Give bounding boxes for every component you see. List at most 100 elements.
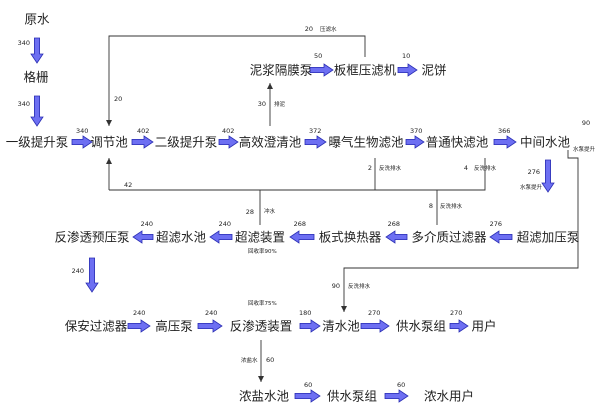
node-uf-unit: 超滤装置 bbox=[235, 230, 285, 245]
arrow-clar-to-baf bbox=[304, 135, 327, 149]
flow-pump1-to-reg: 340 bbox=[76, 127, 88, 135]
flow-baf-to-filter: 370 bbox=[410, 127, 422, 135]
note-water-pump-6: 水泵提升 bbox=[573, 145, 596, 153]
arrow-ro-to-clear bbox=[299, 319, 321, 333]
flow-ro-to-brine: 60 bbox=[266, 356, 274, 364]
flow-filter-to-middle: 366 bbox=[498, 127, 510, 135]
node-user: 用户 bbox=[471, 319, 496, 334]
arrow-hp-to-ro bbox=[197, 319, 223, 333]
flow-uf-to-tank: 240 bbox=[219, 220, 231, 228]
node-ro-pre-pump: 反渗透预压泵 bbox=[54, 230, 129, 245]
flow-tank-to-pre: 240 bbox=[141, 220, 153, 228]
flow-filter-backwash: 4 bbox=[464, 164, 468, 172]
connector-lines bbox=[106, 35, 579, 382]
flow-hx-to-uf: 268 bbox=[294, 220, 306, 228]
note-press-filtrate-0: 压滤水 bbox=[320, 25, 337, 33]
flow-arrows bbox=[30, 37, 555, 403]
node-rapid-filter: 普通快滤池 bbox=[426, 135, 489, 150]
flow-pump2-to-clar: 402 bbox=[222, 127, 234, 135]
node-labels: 原水格栅一级提升泵调节池二级提升泵高效澄清池曝气生物滤池普通快滤池中间水池泥浆隔… bbox=[6, 12, 580, 404]
node-regulating-tank: 调节池 bbox=[90, 135, 128, 150]
note-flush-water-11: 冲水 bbox=[264, 207, 276, 215]
line-bottom-return bbox=[109, 158, 486, 191]
arrow-press-to-cake bbox=[397, 63, 418, 77]
line-press-filtrate-return bbox=[106, 35, 366, 126]
node-sludge-pump: 泥浆隔膜泵 bbox=[250, 63, 313, 78]
flow-baf-backwash: 2 bbox=[368, 164, 372, 172]
node-lift-pump-1: 一级提升泵 bbox=[6, 135, 69, 150]
flow-clar-sludge: 30 bbox=[258, 100, 266, 108]
node-uf-tank: 超滤水池 bbox=[156, 230, 207, 245]
flow-supply-to-brine-user: 60 bbox=[397, 381, 405, 389]
node-lift-pump-2: 二级提升泵 bbox=[155, 135, 218, 150]
flow-sludge-to-press: 50 bbox=[314, 52, 322, 60]
arrow-pump1-to-reg bbox=[71, 135, 93, 149]
node-plate-exchanger: 板式换热器 bbox=[319, 230, 382, 245]
note-backwash-5: 反洗排水 bbox=[348, 282, 371, 290]
arrow-reg-to-pump2 bbox=[131, 135, 154, 149]
node-hp-pump: 高压泵 bbox=[155, 319, 193, 334]
note-ro-recovery-9: 回收率75% bbox=[248, 299, 277, 307]
node-raw-water: 原水 bbox=[24, 12, 50, 27]
flow-mmf-backwash: 8 bbox=[429, 202, 433, 210]
flow-booster-to-mmf: 276 bbox=[490, 220, 502, 228]
node-grille: 格栅 bbox=[23, 70, 48, 85]
node-hd-clarifier: 高效澄清池 bbox=[239, 135, 302, 150]
arrow-uf-to-tank bbox=[209, 230, 233, 244]
flow-pre-to-sec: 240 bbox=[72, 267, 84, 275]
arrow-pump2-to-clar bbox=[218, 135, 239, 149]
flow-clar-to-baf: 372 bbox=[309, 127, 321, 135]
flow-supply-to-user: 270 bbox=[450, 309, 462, 317]
flow-press-to-cake: 10 bbox=[402, 52, 410, 60]
note-sludge-discharge-1: 排泥 bbox=[274, 100, 286, 108]
flow-clear-to-supply: 270 bbox=[368, 309, 380, 317]
note-labels: 压滤水排泥反洗排水反洗排水反洗排水反洗排水水泵提升水泵提升回收率90%回收率75… bbox=[241, 25, 596, 364]
flow-hp-to-ro: 240 bbox=[205, 309, 217, 317]
arrow-grille-to-pump1 bbox=[30, 95, 44, 127]
arrow-supply-to-brine-user bbox=[384, 389, 409, 403]
arrow-clear-to-supply bbox=[360, 319, 390, 333]
node-ro-unit: 反渗透装置 bbox=[230, 319, 293, 334]
arrow-hx-to-uf bbox=[289, 230, 315, 244]
flow-grille-to-pump1: 340 bbox=[18, 100, 30, 108]
flow-reg-to-pump2: 402 bbox=[137, 127, 149, 135]
node-middle-tank: 中间水池 bbox=[520, 135, 571, 150]
flow-sec-to-hp: 240 bbox=[133, 309, 145, 317]
flow-middle-out: 90 bbox=[582, 119, 590, 127]
arrow-mmf-to-hx bbox=[385, 230, 408, 244]
node-brine-tank: 浓盐水池 bbox=[239, 389, 290, 404]
arrow-pre-to-sec bbox=[85, 257, 99, 293]
arrow-filter-to-middle bbox=[493, 135, 517, 149]
note-backwash-3: 反洗排水 bbox=[474, 164, 497, 172]
node-clear-tank: 清水池 bbox=[322, 319, 360, 334]
note-backwash-4: 反洗排水 bbox=[440, 202, 463, 210]
line-middle-to-clear bbox=[341, 150, 579, 312]
arrow-tank-to-pre bbox=[132, 230, 154, 244]
arrow-middle-to-booster bbox=[541, 159, 555, 193]
flow-uf-backwash: 28 bbox=[246, 208, 254, 216]
arrow-raw-to-grille bbox=[30, 37, 44, 64]
flow-return-top: 20 bbox=[114, 95, 122, 103]
node-filter-press: 板框压滤机 bbox=[334, 63, 397, 78]
node-uf-booster: 超滤加压泵 bbox=[517, 230, 580, 245]
flow-brine-to-supply: 60 bbox=[304, 381, 312, 389]
arrow-booster-to-mmf bbox=[489, 230, 513, 244]
flow-mmf-to-hx: 268 bbox=[388, 220, 400, 228]
note-uf-recovery-8: 回收率90% bbox=[248, 247, 277, 255]
flow-return-bottom: 42 bbox=[124, 181, 132, 189]
flow-middle-to-booster: 276 bbox=[528, 168, 540, 176]
note-backwash-2: 反洗排水 bbox=[379, 164, 402, 172]
node-sludge-cake: 泥饼 bbox=[421, 63, 446, 78]
flow-middle-out-lower: 90 bbox=[332, 282, 340, 290]
note-water-pump-7: 水泵提升 bbox=[520, 183, 543, 191]
node-supply-pump-2: 供水泵组 bbox=[327, 389, 377, 404]
arrow-brine-to-supply bbox=[294, 389, 321, 403]
arrow-baf-to-filter bbox=[405, 135, 425, 149]
flow-raw-to-grille: 340 bbox=[18, 39, 30, 47]
note-concentrate-10: 浓盐水 bbox=[241, 356, 258, 364]
arrow-supply-to-user bbox=[449, 319, 469, 333]
node-supply-pump-1: 供水泵组 bbox=[396, 319, 446, 334]
flow-press-filtrate: 20 bbox=[305, 25, 313, 33]
flow-ro-to-clear: 180 bbox=[299, 309, 311, 317]
